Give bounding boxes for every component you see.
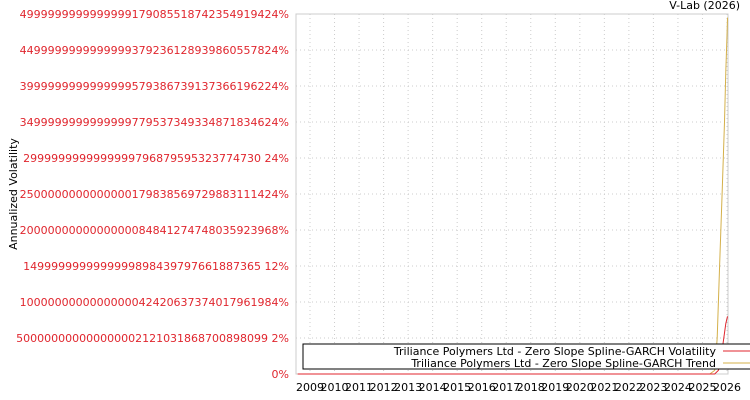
x-tick-label: 2022 (615, 381, 643, 394)
y-tick-label: 4999999999999999179085518742354919424% (20, 8, 289, 21)
y-tick-label: 4499999999999999379236128939860557824% (20, 44, 289, 57)
x-tick-label: 2023 (639, 381, 667, 394)
x-tick-label: 2010 (321, 381, 349, 394)
y-tick-label: 1000000000000000042420637374017961984% (20, 296, 289, 309)
x-tick-label: 2016 (468, 381, 496, 394)
chart-title: V-Lab (2026) (669, 0, 740, 12)
x-tick-label: 2015 (443, 381, 471, 394)
y-tick-label: 2500000000000000179838569729883111424% (20, 188, 289, 201)
y-tick-label: 500000000000000002121031868700898099 2% (16, 332, 289, 345)
trend-line (297, 17, 728, 375)
x-tick-label: 2011 (345, 381, 373, 394)
x-tick-label: 2009 (296, 381, 324, 394)
x-tick-label: 2020 (566, 381, 594, 394)
legend-box (302, 343, 750, 370)
x-tick-label: 2025 (688, 381, 716, 394)
legend-label-volatility: Triliance Polymers Ltd - Zero Slope Spli… (393, 345, 717, 358)
x-tick-label: 2014 (419, 381, 447, 394)
y-tick-label: 2999999999999999796879595323774730 24% (23, 152, 289, 165)
x-tick-label: 2012 (370, 381, 398, 394)
x-tick-label: 2013 (394, 381, 422, 394)
legend: Triliance Polymers Ltd - Zero Slope Spli… (302, 343, 750, 370)
y-axis-label: Annualized Volatility (7, 138, 20, 250)
legend-label-trend: Triliance Polymers Ltd - Zero Slope Spli… (410, 357, 716, 370)
y-tick-label: 1499999999999999898439797661887365 12% (23, 260, 289, 273)
y-tick-label: 2000000000000000084841274748035923968% (20, 224, 289, 237)
x-tick-label: 2018 (517, 381, 545, 394)
y-tick-label: 0% (272, 368, 289, 381)
x-tick-label: 2017 (492, 381, 520, 394)
y-tick-label: 3999999999999999579386739137366196224% (20, 80, 289, 93)
y-tick-label: 3499999999999999779537349334871834624% (20, 116, 289, 129)
x-tick-label: 2021 (590, 381, 618, 394)
x-tick-label: 2024 (664, 381, 692, 394)
x-tick-label: 2019 (541, 381, 569, 394)
x-tick-label: 2026 (713, 381, 741, 394)
